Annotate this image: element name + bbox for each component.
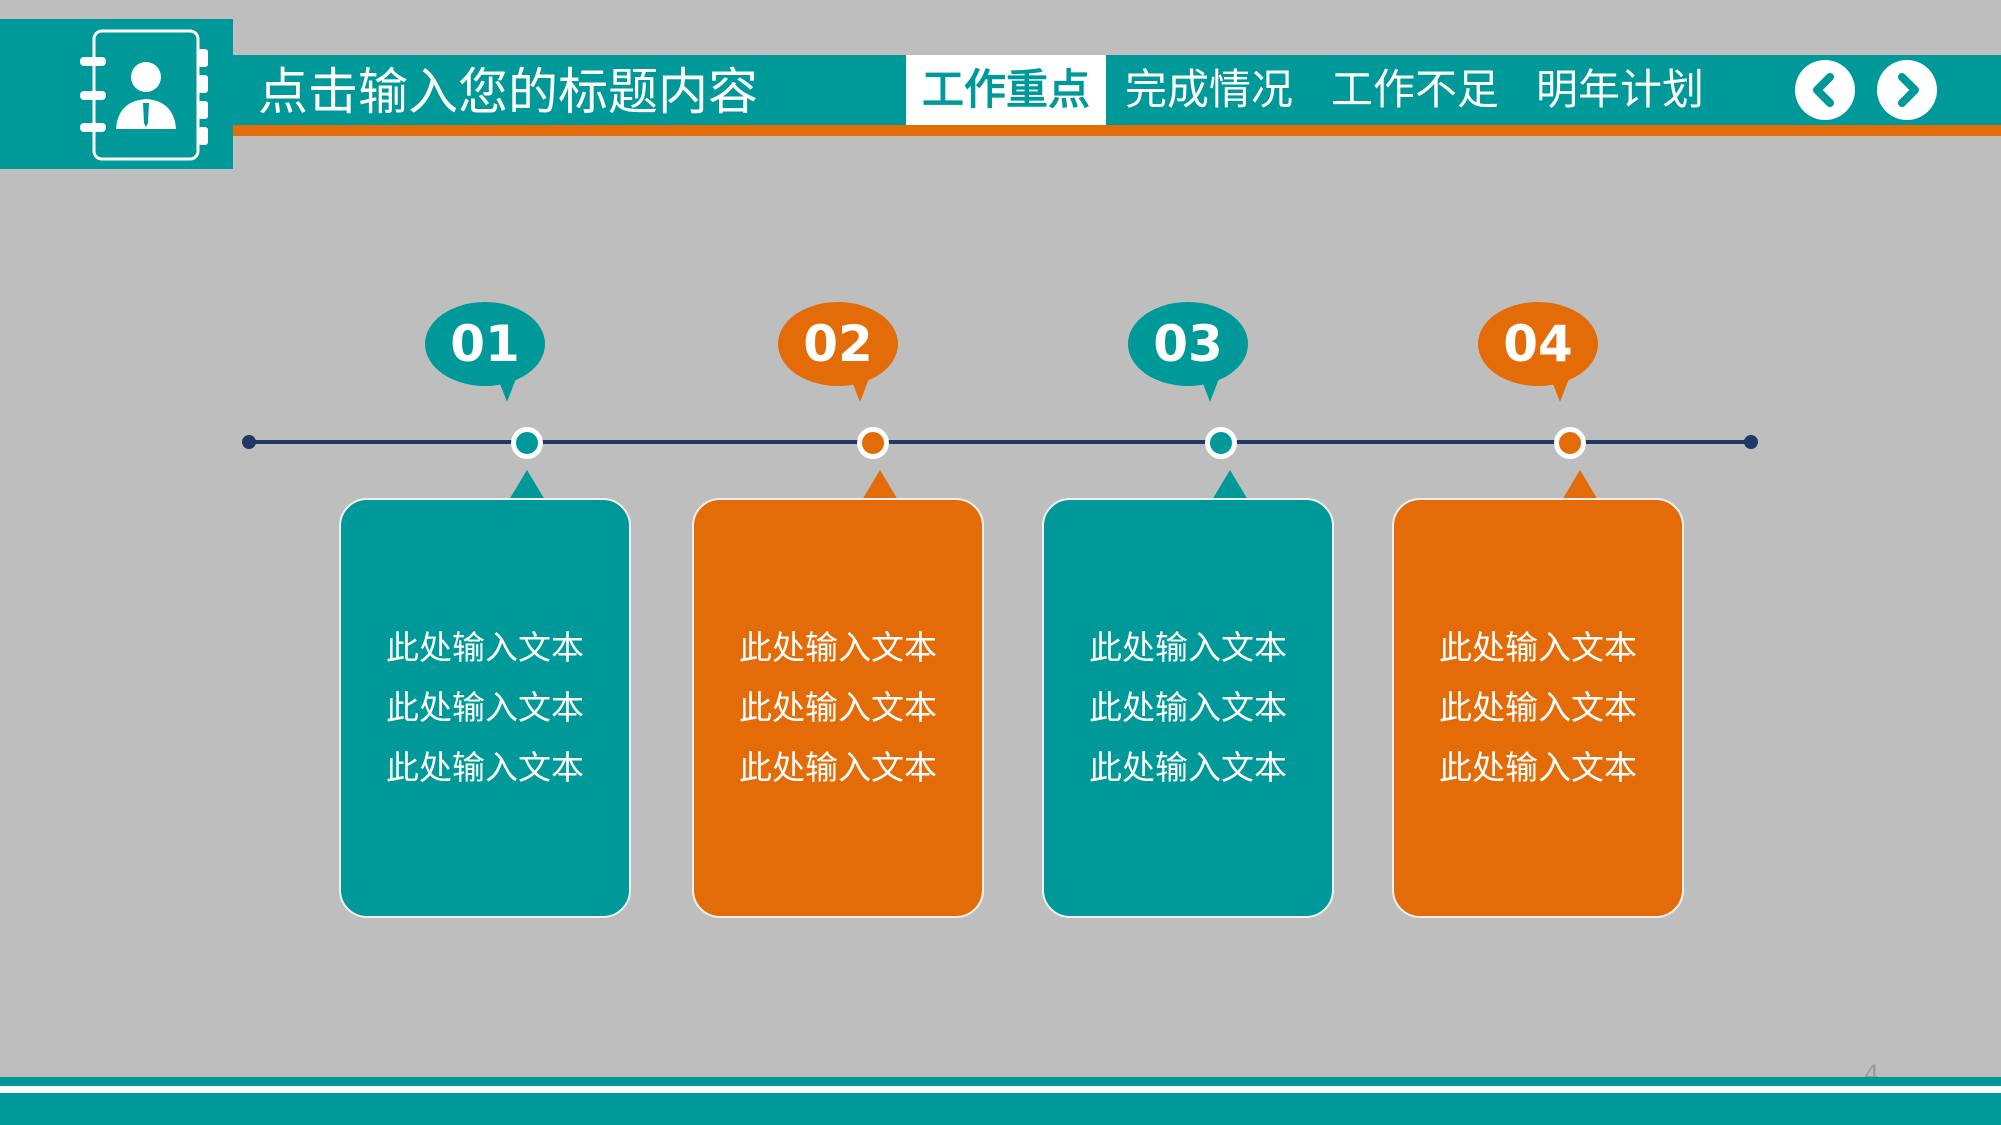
footer-stripe-thin: [0, 1077, 2001, 1086]
card-text-line: 此处输入文本: [386, 628, 584, 667]
card-pointer-01: [509, 470, 545, 500]
timeline-line: [248, 440, 1752, 444]
timeline-node-03: [1205, 427, 1237, 459]
logo-box: [0, 19, 233, 169]
prev-button[interactable]: [1795, 60, 1855, 120]
timeline-start-dot: [242, 435, 256, 449]
card-text-line: 此处输入文本: [386, 688, 584, 727]
card-pointer-04: [1562, 470, 1598, 500]
card-text-line: 此处输入文本: [1439, 748, 1637, 787]
page-title[interactable]: 点击输入您的标题内容: [258, 63, 758, 121]
number-bubble-02: 02: [778, 302, 898, 386]
text-card-02[interactable]: 此处输入文本 此处输入文本 此处输入文本: [692, 498, 984, 918]
contact-book-icon: [80, 29, 208, 161]
footer-stripe-gap: [0, 1086, 2001, 1093]
chevron-right-icon: [1898, 73, 1919, 107]
number-bubble-03: 03: [1128, 302, 1248, 386]
card-text-line: 此处输入文本: [1089, 628, 1287, 667]
header-accent-stripe: [233, 125, 2001, 136]
card-text-line: 此处输入文本: [1089, 688, 1287, 727]
card-text-line: 此处输入文本: [739, 628, 937, 667]
card-text-line: 此处输入文本: [739, 748, 937, 787]
number-bubble-01: 01: [425, 302, 545, 386]
timeline-node-02: [857, 427, 889, 459]
card-text-line: 此处输入文本: [386, 748, 584, 787]
bubble-tail-02: [850, 376, 870, 402]
text-card-01[interactable]: 此处输入文本 此处输入文本 此处输入文本: [339, 498, 631, 918]
text-card-04[interactable]: 此处输入文本 此处输入文本 此处输入文本: [1392, 498, 1684, 918]
card-text-line: 此处输入文本: [1439, 628, 1637, 667]
bubble-tail-04: [1550, 376, 1570, 402]
timeline-node-04: [1554, 427, 1586, 459]
card-text-line: 此处输入文本: [1089, 748, 1287, 787]
card-pointer-02: [862, 470, 898, 500]
footer-stripe-thick: [0, 1093, 2001, 1125]
card-text-line: 此处输入文本: [739, 688, 937, 727]
card-text-line: 此处输入文本: [1439, 688, 1637, 727]
timeline-end-dot: [1744, 435, 1758, 449]
bubble-tail-01: [497, 376, 517, 402]
tab-completion-status[interactable]: 完成情况: [1124, 65, 1293, 114]
number-bubble-04: 04: [1478, 302, 1598, 386]
bubble-tail-03: [1200, 376, 1220, 402]
text-card-03[interactable]: 此处输入文本 此处输入文本 此处输入文本: [1042, 498, 1334, 918]
card-pointer-03: [1212, 470, 1248, 500]
header-bar: [233, 55, 2001, 125]
tab-next-year-plan[interactable]: 明年计划: [1535, 65, 1704, 114]
timeline-node-01: [511, 427, 543, 459]
tab-work-shortcomings[interactable]: 工作不足: [1330, 65, 1499, 114]
chevron-left-icon: [1813, 73, 1834, 107]
tab-work-focus[interactable]: 工作重点: [906, 55, 1106, 125]
next-button[interactable]: [1877, 60, 1937, 120]
